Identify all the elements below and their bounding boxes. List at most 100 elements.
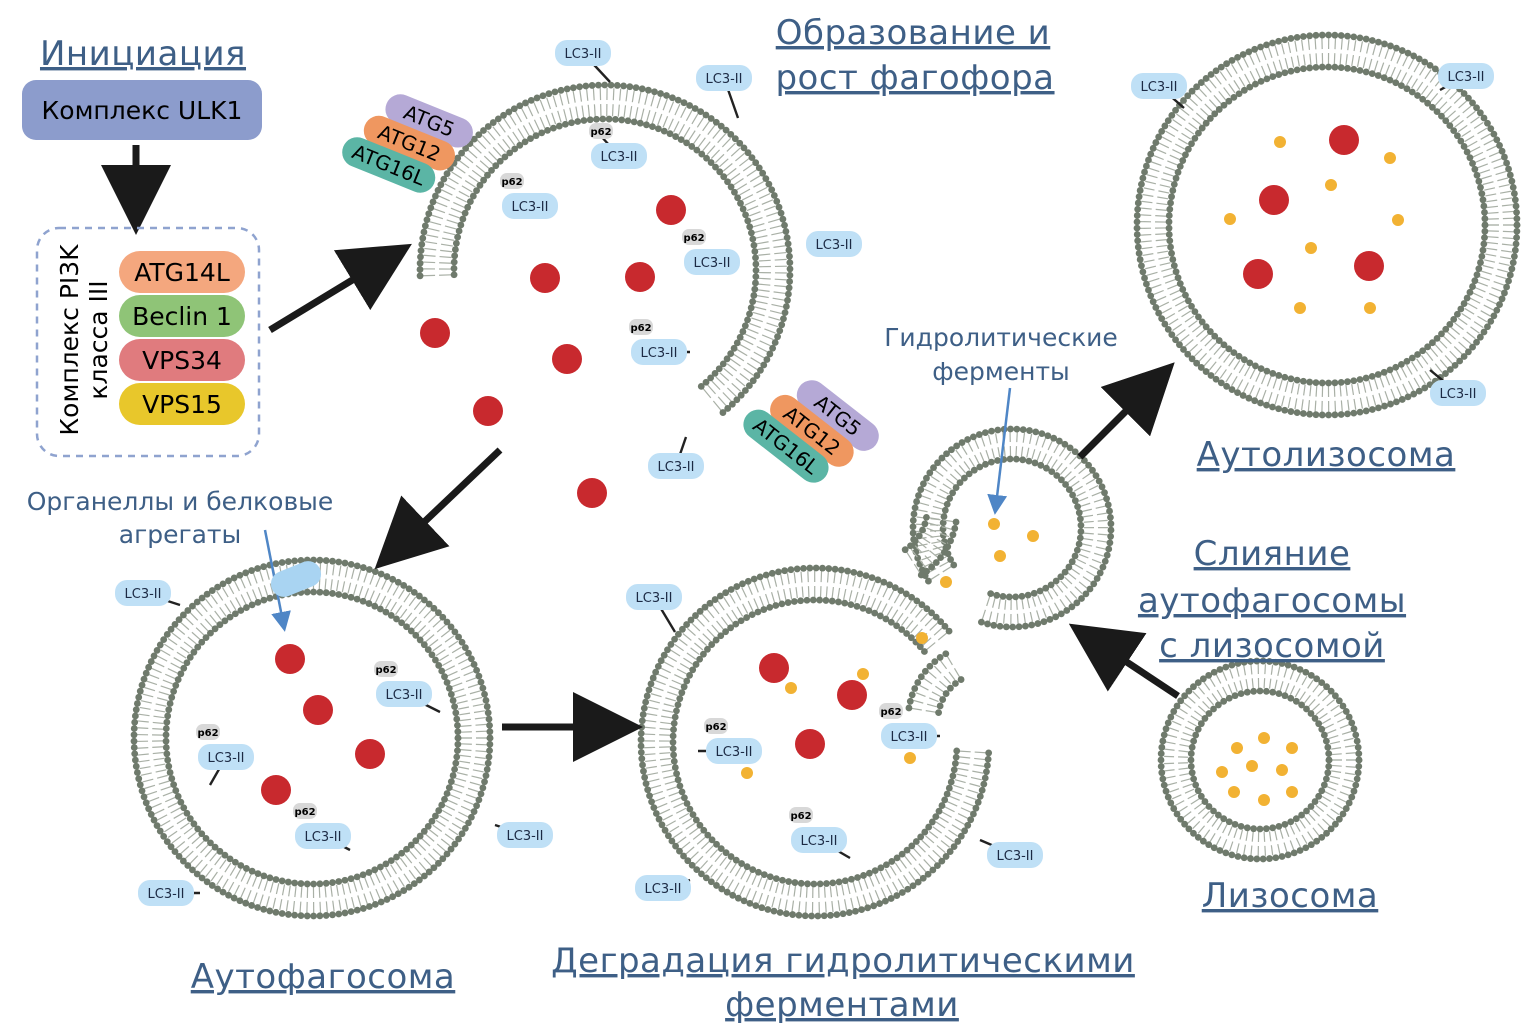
lc3-ii-label: LC3-II [645, 882, 682, 897]
lc3-ii-marker: LC3-II [626, 584, 682, 633]
p62-label: p62 [501, 177, 522, 188]
lc3-ii-marker: LC3-II [555, 40, 611, 83]
p62-bubble [879, 703, 903, 719]
lc3-ii-label: LC3-II [716, 745, 753, 760]
hydrolytic-enzyme [1246, 760, 1258, 772]
hydrolytic-enzyme [1224, 213, 1236, 225]
p62-bubble [293, 803, 317, 819]
p62-label: p62 [590, 127, 611, 138]
lc3-ii-bubble [706, 738, 762, 764]
lc3-ii-bubble [115, 580, 171, 606]
degradation-title-line2: ферментами [725, 985, 959, 1025]
ulk1-complex-box [22, 80, 262, 140]
autophagosome-title: Аутофагосома [191, 957, 456, 997]
arrow-lysosome-to-fusion [1068, 623, 1180, 699]
lc3-ii-marker: LC3-II [494, 822, 553, 848]
lc3-ii-bubble [591, 143, 647, 169]
lc3-ii-label: LC3-II [512, 200, 549, 215]
lc3-ii-label: LC3-II [706, 72, 743, 87]
lc3-ii-marker: LC3-II [635, 875, 691, 901]
cargo-organelle [420, 318, 450, 348]
lc3-ii-bubble [138, 880, 194, 906]
hydrolytic-note-line1: Гидролитические [884, 323, 1118, 352]
cargo-organelle [530, 263, 560, 293]
hydrolytic-enzyme [940, 576, 952, 588]
arrow-pi3k-to-phagophore [268, 243, 412, 333]
lc3-ii-label: LC3-II [997, 849, 1034, 864]
cargo-organelle [261, 775, 291, 805]
p62-label: p62 [790, 811, 811, 822]
lc3-ii-marker: LC3-II [1438, 63, 1494, 92]
atg5-pill-bottom [796, 380, 879, 451]
fusion-small-membrane [909, 425, 1115, 631]
hydrolytic-enzyme [1364, 302, 1376, 314]
cargo-organelle [577, 478, 607, 508]
lc3-ii-label: LC3-II [1440, 387, 1477, 402]
pi3k-complex-container [35, 226, 261, 458]
p62-bubble [789, 807, 813, 823]
cargo-organelle [1259, 185, 1289, 215]
lc3-ii-bubble [376, 681, 432, 707]
p62-bubble [682, 229, 706, 245]
lc3-ii-bubble [696, 65, 752, 91]
hydrolytic-enzyme [1027, 530, 1039, 542]
cargo-organelle [1354, 251, 1384, 281]
lc3-ii-bubble [1438, 63, 1494, 89]
p62-label: p62 [375, 665, 396, 676]
lc3-ii-bubble [198, 744, 254, 770]
hydrolytic-enzyme [1231, 742, 1243, 754]
cargo-organelle [656, 195, 686, 225]
vps15-label: VPS15 [142, 390, 222, 419]
hydrolytic-enzyme [1305, 242, 1317, 254]
vps15-pill [119, 383, 245, 425]
lc3-ii-marker: LC3-II p62 [879, 703, 940, 749]
organelles-note-line2: агрегаты [119, 520, 241, 549]
phagophore-membrane [416, 81, 794, 416]
atg14l-label: ATG14L [134, 258, 230, 287]
lc3-ii-label: LC3-II [565, 47, 602, 62]
hydrolytic-enzyme [1258, 732, 1270, 744]
lc3-ii-label: LC3-II [125, 587, 162, 602]
hydrolytic-enzyme [1392, 214, 1404, 226]
lc3-ii-bubble [1430, 380, 1486, 406]
lysosome-membrane [1157, 657, 1363, 863]
cargo-organelle [1243, 259, 1273, 289]
p62-bubble [589, 123, 613, 139]
hydrolytic-enzyme [1258, 794, 1270, 806]
atg16l-pill-bottom [743, 409, 829, 483]
fusion-big-membrane [637, 564, 993, 920]
organelles-note-line1: Органеллы и белковые [27, 487, 334, 516]
lc3-ii-label: LC3-II [658, 460, 695, 475]
fusion-title-line1: Слияние [1194, 534, 1351, 574]
cargo-organelle [1329, 125, 1359, 155]
atg16l-pill-top [342, 137, 436, 193]
pi3k-label-line1: Комплекс PI3K [55, 244, 84, 436]
p62-bubble [500, 173, 524, 189]
fusion-membrane [637, 425, 1115, 920]
lc3-ii-bubble [635, 875, 691, 901]
lc3-ii-bubble [987, 842, 1043, 868]
lc3-ii-label: LC3-II [891, 730, 928, 745]
lc3-ii-bubble [881, 723, 937, 749]
lc3-ii-label: LC3-II [148, 887, 185, 902]
lc3-ii-marker: LC3-II [806, 231, 862, 257]
hydrolytic-enzyme [1384, 152, 1396, 164]
hydrolytic-pointer-arrow [987, 387, 1012, 515]
autophagosome-outer-membrane [130, 556, 494, 920]
hydrolytic-enzyme [1294, 302, 1306, 314]
lc3-ii-marker: LC3-II [1429, 369, 1486, 406]
cargo-layer [261, 125, 1404, 806]
lc3-ii-label: LC3-II [208, 751, 245, 766]
arrow-phagophore-to-autophagosome [374, 447, 503, 570]
lc3-ii-bubble [295, 823, 351, 849]
p62-bubble [704, 718, 728, 734]
lc3-ii-marker: LC3-II p62 [500, 173, 558, 219]
cargo-organelle [355, 739, 385, 769]
arrow-degradation-to-autolysosome [1077, 362, 1175, 460]
hydrolytic-enzyme [916, 632, 928, 644]
p62-label: p62 [880, 707, 901, 718]
fusion-neck-upper [901, 513, 960, 579]
